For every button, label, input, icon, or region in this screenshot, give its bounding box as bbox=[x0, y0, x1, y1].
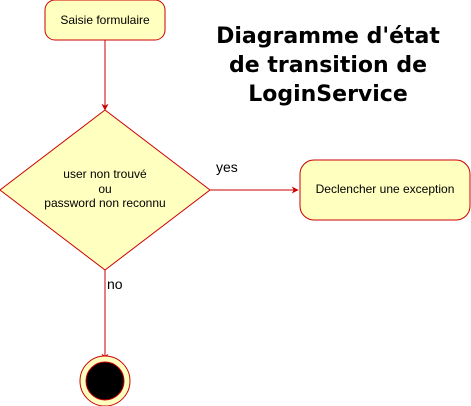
diagram-title: Diagramme d'état de transition de LoginS… bbox=[200, 22, 456, 109]
state-start-label: Saisie formulaire bbox=[60, 13, 150, 27]
final-state[interactable] bbox=[79, 355, 131, 406]
edge-yes-label: yes bbox=[216, 159, 238, 175]
diagram-title-line-1: Diagramme d'état bbox=[216, 24, 440, 49]
decision-label-line-2: ou bbox=[98, 182, 111, 196]
diagram-title-line-2: de transition de bbox=[229, 53, 427, 78]
state-action[interactable]: Declencher une exception bbox=[299, 159, 471, 221]
decision-label-line-3: password non reconnu bbox=[44, 196, 165, 210]
state-action-label: Declencher une exception bbox=[316, 182, 455, 196]
edge-no-label: no bbox=[107, 276, 123, 292]
decision-node[interactable]: user non trouvé ou password non reconnu bbox=[0, 109, 211, 271]
diagram-title-line-3: LoginService bbox=[248, 82, 408, 107]
state-start[interactable]: Saisie formulaire bbox=[44, 0, 166, 41]
decision-label-line-1: user non trouvé bbox=[63, 167, 147, 181]
